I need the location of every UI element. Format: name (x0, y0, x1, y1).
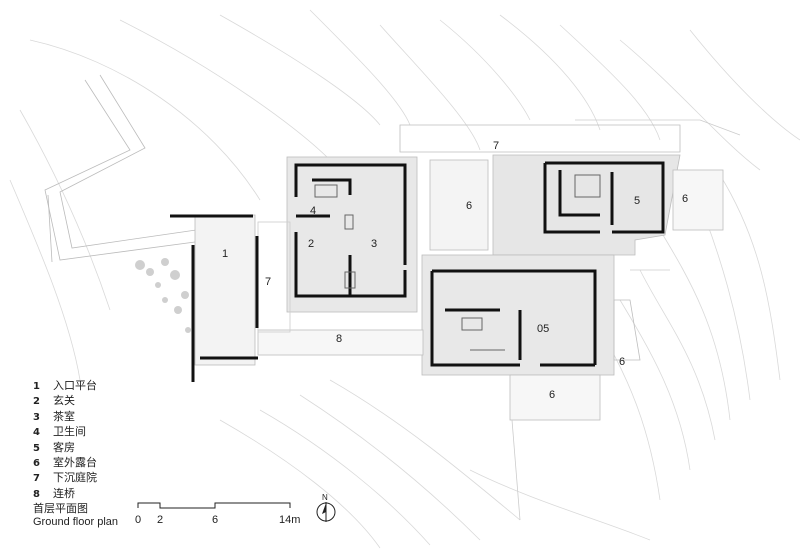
room-label-3: 3 (371, 238, 377, 250)
room-label-6a: 6 (466, 200, 472, 212)
drawing-title: 首层平面图 Ground floor plan (33, 503, 118, 529)
room-label-8: 8 (336, 333, 342, 345)
scale-tick-label: 2 (157, 514, 164, 526)
room-label-2: 2 (308, 238, 314, 250)
title-chinese: 首层平面图 (33, 503, 88, 515)
interior-details (314, 174, 601, 351)
room-label-6c: 6 (619, 356, 625, 368)
north-arrow-icon: N (316, 493, 336, 522)
room-label-1: 1 (222, 248, 228, 260)
scale-tick-label: 0 (135, 514, 142, 526)
room-label-6d: 6 (549, 389, 555, 401)
north-label: N (322, 493, 328, 502)
room-label-6b: 6 (682, 193, 688, 205)
approach-path (44, 74, 256, 366)
room-label-7b: 7 (265, 276, 271, 288)
building-walls (170, 161, 665, 382)
scale-tick-label: 6 (212, 514, 219, 526)
scale-tick-label: 14m (279, 514, 301, 526)
title-english: Ground floor plan (33, 516, 118, 528)
room-label-7a: 7 (493, 140, 499, 152)
room-label-4: 4 (310, 205, 316, 217)
room-label-05: 05 (537, 323, 549, 335)
room-label-5: 5 (634, 195, 640, 207)
scale-bar (137, 502, 291, 509)
room-numbers: 1 2 3 4 5 05 6 6 6 6 7 7 8 (222, 140, 688, 401)
terrace-areas (257, 124, 724, 421)
